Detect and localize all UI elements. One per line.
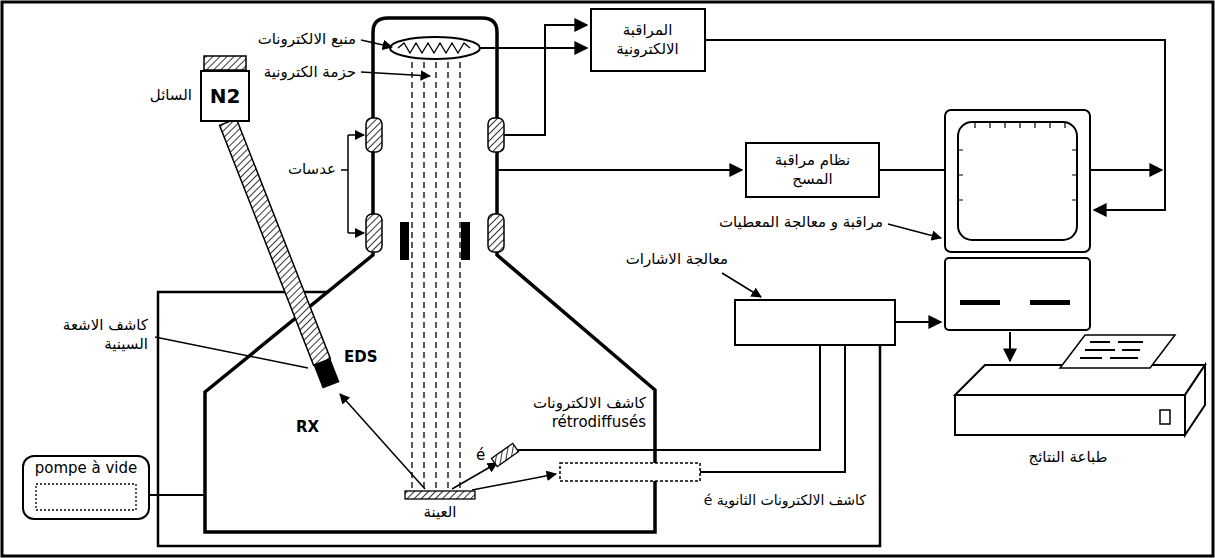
label-text: é (474, 446, 487, 465)
signal-name: RX (294, 418, 321, 437)
signal-wire (504, 25, 587, 135)
drive-slot (1030, 300, 1070, 305)
cold-finger-tube (220, 119, 331, 366)
printer-side (1185, 365, 1205, 435)
leader-line (888, 224, 941, 238)
beam-line (423, 62, 424, 490)
part-label: العينة (421, 503, 458, 522)
label-text: السائل (148, 86, 194, 105)
xray-arrow (340, 394, 425, 489)
scan-coil (400, 222, 409, 260)
electron-beam (412, 62, 460, 490)
part-label: كاشف الالكترونات rétrodiffusés (504, 394, 648, 432)
label-text: العينة (421, 503, 458, 522)
leader-line (155, 337, 308, 368)
secondary-detector (560, 463, 700, 481)
part-label: طباعة النتائج (1026, 448, 1109, 467)
eds-detector (314, 359, 340, 389)
label-text: كاشف الالكترونات الثانوية é (702, 492, 868, 510)
lens-symbol (366, 118, 382, 152)
filament-coil (398, 43, 470, 53)
lens-bracket (341, 135, 348, 233)
part-label: منبع الالكترونات (256, 30, 358, 49)
label-text: كاشف الالكترونات rétrodiffusés (504, 394, 648, 432)
printed-sheet (1060, 335, 1175, 368)
leader-line (361, 72, 430, 76)
part-label: كاشف الاشعة السينية (36, 316, 150, 354)
electron-arrow (452, 463, 497, 489)
dewar-box: N2 (200, 70, 250, 122)
signal-wire (700, 345, 845, 472)
monitor-screen (958, 122, 1077, 240)
printer-icon (955, 335, 1205, 435)
scan-coil (461, 222, 470, 260)
monitor-icon (945, 110, 1090, 330)
electron-arrow (472, 474, 556, 490)
leader-line (361, 40, 392, 47)
monitor-base (945, 258, 1090, 330)
leader-line (348, 232, 364, 234)
drive-slot (960, 300, 1000, 305)
part-label: حزمة الكترونية (262, 63, 358, 82)
label-text: كاشف الاشعة السينية (36, 316, 150, 354)
sheet-marks (1080, 342, 1143, 358)
node-text: N2 (210, 84, 241, 109)
pump-body (36, 484, 136, 510)
part-label: كاشف الالكترونات الثانوية é (702, 492, 868, 510)
electron-gun (390, 37, 480, 59)
beam-line (459, 62, 460, 490)
printer-button (1160, 410, 1170, 424)
leader-lines (155, 40, 941, 368)
printer-front (955, 395, 1185, 435)
label-text: عدسات (286, 160, 338, 179)
lens-symbol (366, 214, 382, 252)
label-text: EDS (342, 348, 380, 367)
signal-wire (1009, 332, 1011, 361)
printer-top (955, 365, 1205, 395)
signal-wire (497, 169, 742, 171)
process-box: نظام مراقبة المسح (745, 142, 880, 198)
lens-symbol (488, 214, 504, 252)
leader-line (722, 273, 761, 297)
vacuum-pipe (150, 494, 205, 496)
dewar-fins (204, 56, 246, 70)
label-text: منبع الالكترونات (256, 30, 358, 49)
label-text: مراقبة و معالجة المعطيات (717, 213, 885, 232)
signal-wire (705, 40, 1165, 210)
microscope-column (205, 18, 655, 532)
part-label: السائل (148, 86, 194, 105)
node-text: المراقبة الالكترونية (598, 21, 698, 59)
lens-symbol (488, 118, 504, 152)
backscatter-detector (491, 443, 518, 466)
label-text: RX (294, 418, 321, 437)
pump-box: pompe à vide (22, 455, 150, 520)
signal-processing-box (735, 300, 895, 345)
screen-ticks (958, 122, 1077, 200)
node-text: pompe à vide (35, 459, 138, 478)
signal-wire (895, 321, 941, 323)
part-label: معالجة الاشارات (624, 250, 730, 269)
label-text: حزمة الكترونية (262, 63, 358, 82)
particle-symbol: é (474, 446, 487, 465)
part-label: مراقبة و معالجة المعطيات (717, 213, 885, 232)
leader-line (348, 134, 364, 136)
label-text: معالجة الاشارات (624, 250, 730, 269)
signal-wire (480, 47, 587, 49)
monitor-housing (945, 110, 1090, 252)
detector-code: EDS (342, 348, 380, 367)
label-text: طباعة النتائج (1026, 448, 1109, 467)
process-box: المراقبة الالكترونية (590, 8, 706, 72)
beam-line (411, 62, 412, 490)
beam-line (447, 62, 448, 490)
node-text: نظام مراقبة المسح (758, 151, 868, 189)
beam-line (435, 62, 436, 490)
part-label: عدسات (286, 160, 338, 179)
sample-stage (405, 491, 475, 499)
